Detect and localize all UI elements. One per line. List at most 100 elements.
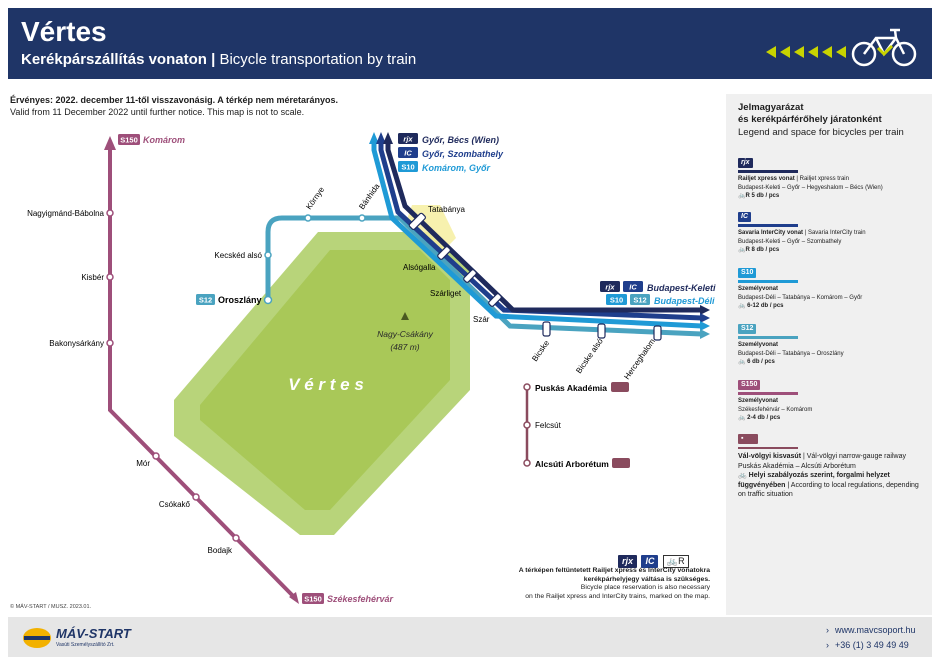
s150-badge-north-text: S150 <box>120 136 138 145</box>
legend-item-s150: S150 Személyvonat Székesfehérvár – Komár… <box>738 380 928 423</box>
station-dot-kornye <box>304 214 312 222</box>
station-marker-herceghalom <box>653 325 662 341</box>
legend-ic-badge: IC <box>738 212 751 222</box>
badge-ic-east <box>623 281 643 292</box>
badge-rjx-east <box>600 281 620 292</box>
reservation-note: A térképen feltüntetett Railjet xpress é… <box>480 567 710 601</box>
badge-s10-east <box>606 294 627 305</box>
badge-ic-east-text: IC <box>629 283 637 292</box>
legend-s150-route: Székesfehérvár – Komárom <box>738 406 813 413</box>
east-dest-2: Budapest-Déli <box>654 296 715 306</box>
legend-s10-line <box>738 280 798 283</box>
legend-rjx-route: Budapest-Keleti – Győr – Hegyeshalom – B… <box>738 184 883 191</box>
station-marker-tatabanya <box>408 212 426 230</box>
east-dest-1: Budapest-Keleti <box>647 283 716 293</box>
station-label-alsogalla: Alsógalla <box>403 263 436 272</box>
s10-north-arrow <box>369 132 379 144</box>
station-marker-bicske <box>542 321 551 337</box>
s150-south-arrow <box>289 592 299 604</box>
station-label-kornye: Környe <box>304 185 326 211</box>
ic-east-arrow <box>700 313 710 323</box>
legend-heading-hu-2: és kerékpárférőhely járatonként <box>738 114 882 125</box>
station-label-bakonysarkany: Bakonysárkány <box>49 339 104 348</box>
station-label-felcsut: Felcsút <box>535 421 562 430</box>
contact-info: ›www.mavcsoport.hu ›+36 (1) 3 49 49 49 <box>826 623 916 653</box>
station-label-herceghalom: Herceghalom <box>622 337 657 381</box>
s150-badge-south <box>302 593 324 604</box>
narrow-train-icon-2 <box>612 458 630 468</box>
station-label-banhida: Bánhida <box>357 181 382 211</box>
logo-sub: Vasúti Személyszállító Zrt. <box>56 642 115 648</box>
station-dot-alcsut <box>523 459 531 467</box>
west-dest-1: Győr, Bécs (Wien) <box>422 135 499 145</box>
legend-s10-capacity: 6-12 db / pcs <box>747 303 784 309</box>
station-dot-csokako <box>192 493 200 501</box>
bike-icon: 🚲 <box>738 303 746 309</box>
logo-text: MÁV-START <box>56 626 131 641</box>
station-marker-szarliget <box>463 269 477 283</box>
legend-item-s10: S10 Személyvonat Budapest-Déli – Tatabán… <box>738 268 928 311</box>
legend-item-s12: S12 Személyvonat Budapest-Déli – Tatabán… <box>738 324 928 367</box>
s150-badge-north <box>118 134 140 145</box>
s12-terminus: Oroszlány <box>218 295 262 305</box>
page-subtitle: Kerékpárszállítás vonaton | Bicycle tran… <box>21 51 416 68</box>
region-label: V é r t e s <box>288 375 364 394</box>
mav-logo-icon <box>23 628 51 648</box>
s150-north-terminus: Komárom <box>143 135 185 145</box>
chevron-right-icon: › <box>826 640 829 650</box>
station-label-bodajk: Bodajk <box>208 546 233 555</box>
reservation-icons: rjx IC 🚲R <box>618 551 689 569</box>
peak-name: Nagy-Csákány <box>377 329 433 339</box>
bike-icon: 🚲 <box>738 472 747 479</box>
legend-heading-hu: Jelmagyarázat és kerékpárférőhely járato… <box>738 102 882 126</box>
rjx-east-arrow <box>700 305 710 315</box>
note-line-4: on the Railjet xpress and InterCity trai… <box>525 592 710 600</box>
website-row[interactable]: ›www.mavcsoport.hu <box>826 623 916 638</box>
rjx-north-arrow <box>383 132 393 144</box>
station-label-nagyigmand: Nagyigmánd-Bábolna <box>27 209 104 218</box>
legend-s12-badge: S12 <box>738 324 757 334</box>
line-rjx <box>385 142 702 313</box>
page-title: Vértes <box>21 16 107 47</box>
legend-s10-badge: S10 <box>738 268 757 278</box>
station-label-tatabanya: Tatabánya <box>428 205 465 214</box>
line-ic <box>378 142 703 321</box>
legend-rjx-title-en: Railjet xpress train <box>799 176 849 182</box>
note-line-1: A térképen feltüntetett Railjet xpress é… <box>518 567 710 574</box>
bike-icon: 🚲 <box>738 359 746 365</box>
validity-hu: Érvényes: 2022. december 11-től visszavo… <box>10 95 338 105</box>
station-label-alcsut: Alcsúti Arborétum <box>535 459 609 469</box>
legend-narrow-title-en: Vál-völgyi narrow-gauge railway <box>806 453 906 460</box>
station-label-szarliget: Szárliget <box>430 289 462 298</box>
station-dot-kisber <box>106 273 114 281</box>
s12-badge <box>196 294 215 305</box>
header-banner: Vértes Kerékpárszállítás vonaton | Bicyc… <box>8 8 932 79</box>
badge-rjx-west-text: rjx <box>403 135 413 144</box>
station-label-bicske: Bicske <box>530 338 551 363</box>
bike-icon: 🚲R <box>738 193 750 199</box>
legend-narrow-rule-hu: Helyi szabályozás szerint, forgalmi hely… <box>738 472 890 489</box>
line-s150 <box>108 148 297 600</box>
legend-s12-capacity: 6 db / pcs <box>747 359 775 365</box>
legend-rjx-badge: rjx <box>738 158 753 168</box>
legend-ic-capacity: 8 db / pcs <box>751 247 780 253</box>
narrow-train-icon-1 <box>611 382 629 392</box>
legend-narrow-title-hu: Vál-völgyi kisvasút <box>738 453 802 460</box>
station-label-bicske-also: Bicske alsó <box>574 336 605 375</box>
badge-ic-west-text: IC <box>404 149 412 158</box>
website-link[interactable]: www.mavcsoport.hu <box>835 625 916 635</box>
note-line-2: kerékpárhelyjegy váltása is szükséges. <box>583 575 710 583</box>
s12-east-arrow <box>700 329 710 339</box>
validity-note: Érvényes: 2022. december 11-től visszavo… <box>10 94 338 118</box>
badge-s10-east-text: S10 <box>610 296 623 305</box>
bike-icon: 🚲R <box>738 247 750 253</box>
legend-s150-badge: S150 <box>738 380 761 390</box>
legend-rjx-capacity: 5 db / pcs <box>751 193 780 199</box>
s10-east-arrow <box>700 321 710 331</box>
badge-s12-east <box>630 294 650 305</box>
badge-ic-west <box>398 147 418 158</box>
badge-rjx-east-text: rjx <box>605 283 615 292</box>
legend-s12-route: Budapest-Déli – Tatabánya – Oroszlány <box>738 350 844 357</box>
legend-s10-route: Budapest-Déli – Tatabánya – Komárom – Gy… <box>738 294 863 301</box>
badge-s10-west-text: S10 <box>401 163 414 172</box>
